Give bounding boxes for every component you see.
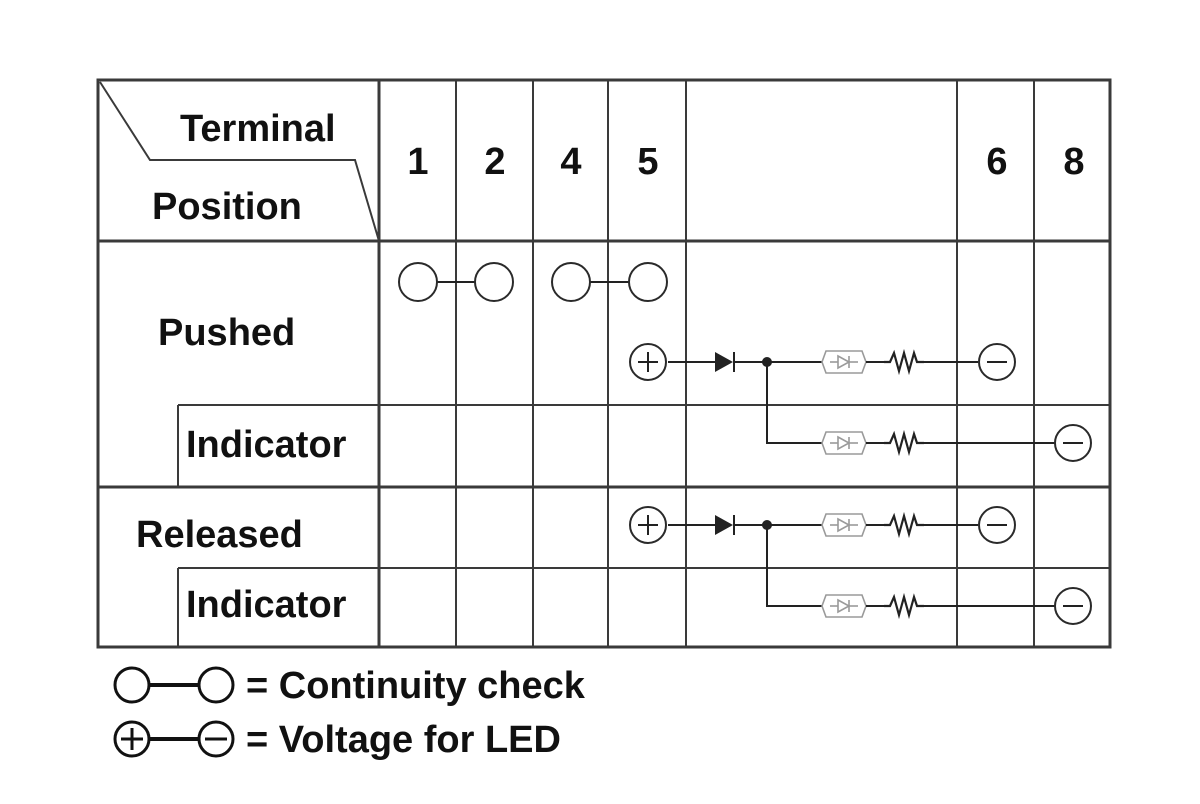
resistor-icon [882, 432, 926, 454]
terminal-6-label: 6 [986, 141, 1007, 183]
pushed-row-label: Pushed [158, 312, 295, 354]
terminal-5-label: 5 [637, 141, 658, 183]
led-icon [821, 513, 867, 537]
continuity-4-5 [551, 262, 668, 302]
voltage-legend-text: = Voltage for LED [246, 719, 561, 761]
position-header-label: Position [152, 186, 302, 228]
table-grid [96, 78, 1112, 649]
diode-icon [715, 352, 733, 372]
legend: = Continuity check = Voltage for LED [113, 665, 586, 761]
terminal-1-label: 1 [407, 141, 428, 183]
continuity-legend-text: = Continuity check [246, 665, 586, 707]
led-icon [821, 350, 867, 374]
resistor-icon [882, 595, 926, 617]
released-indicator-row-label: Indicator [186, 584, 347, 626]
continuity-1-2 [398, 262, 514, 302]
pushed-indicator-circuit [766, 362, 1092, 462]
continuity-terminal-2 [474, 262, 514, 302]
released-led-circuit [629, 506, 1016, 544]
pushed-led-circuit [629, 343, 1016, 381]
continuity-legend-symbol [113, 666, 235, 704]
terminal-8-label: 8 [1063, 141, 1084, 183]
terminal-4-label: 4 [560, 141, 581, 183]
diode-icon [715, 515, 733, 535]
led-icon [821, 594, 867, 618]
continuity-terminal-1 [398, 262, 438, 302]
resistor-icon [882, 514, 926, 536]
pushed-indicator-row-label: Indicator [186, 424, 347, 466]
resistor-icon [882, 351, 926, 373]
released-row-label: Released [136, 514, 303, 556]
released-indicator-circuit [766, 525, 1092, 625]
voltage-legend-symbol [113, 720, 235, 758]
terminal-2-label: 2 [484, 141, 505, 183]
continuity-terminal-5 [628, 262, 668, 302]
led-icon [821, 431, 867, 455]
continuity-terminal-4 [551, 262, 591, 302]
terminal-header-label: Terminal [180, 108, 336, 150]
